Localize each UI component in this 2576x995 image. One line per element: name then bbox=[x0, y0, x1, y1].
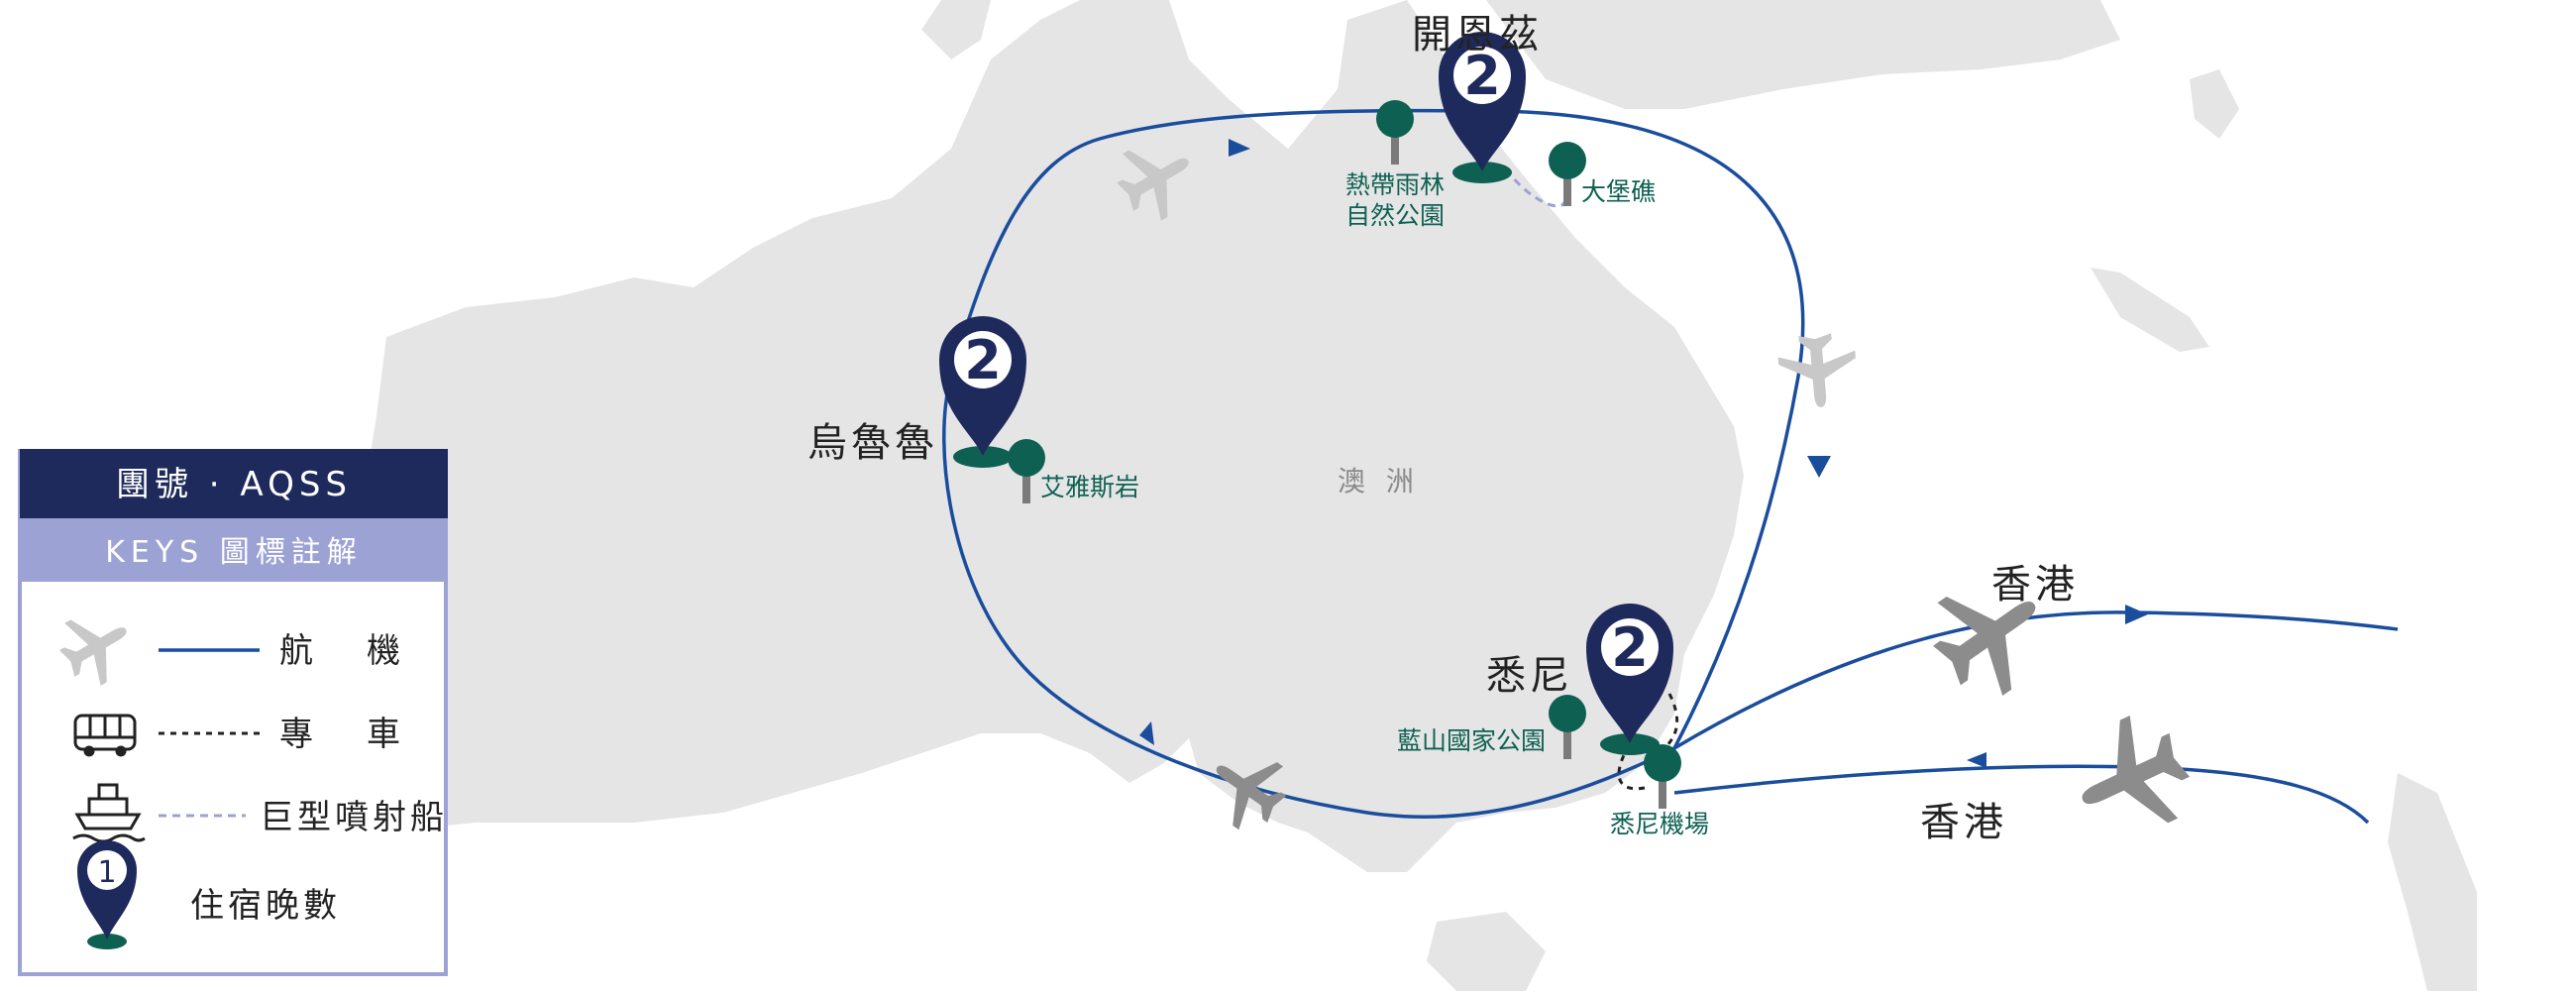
city-labels: 開恩茲 烏魯魯 悉尼 香港 香港 bbox=[807, 12, 2079, 845]
tasmania bbox=[1427, 912, 1546, 991]
legend-pin-number: 1 bbox=[97, 855, 116, 890]
pin-cairns: 2 bbox=[1439, 32, 1526, 183]
legend-ferry-label: 巨型噴射船 bbox=[260, 798, 448, 837]
new-guinea bbox=[1486, 0, 2120, 109]
legend-title: 團號 · AQSS bbox=[116, 465, 352, 504]
city-hongkong-in: 香港 bbox=[1920, 800, 2007, 845]
bus-route bbox=[1663, 693, 1679, 750]
arrow-marker bbox=[2125, 605, 2148, 624]
legend-bus-label-right: 車 bbox=[367, 715, 400, 754]
legend-flight-label-right: 機 bbox=[367, 631, 400, 671]
loop-route bbox=[942, 108, 1805, 819]
pin-number: 2 bbox=[1463, 45, 1501, 107]
northern-islands bbox=[921, 0, 991, 59]
legend-flight-label-left: 航 bbox=[279, 631, 313, 671]
city-uluru: 烏魯魯 bbox=[807, 420, 938, 466]
airplane-icon bbox=[2058, 703, 2204, 852]
arrow-marker bbox=[1807, 456, 1831, 478]
city-cairns: 開恩茲 bbox=[1412, 12, 1543, 57]
poi-blue-mountains: 藍山國家公園 bbox=[1397, 726, 1546, 755]
australia-landmass bbox=[367, 0, 1744, 872]
pin-number: 2 bbox=[964, 329, 1002, 391]
city-sydney: 悉尼 bbox=[1486, 653, 1573, 699]
pin-sydney: 2 bbox=[1586, 604, 1673, 755]
legend-subheader bbox=[22, 518, 446, 582]
bus-route bbox=[1617, 752, 1646, 791]
bus-icon bbox=[73, 714, 137, 757]
legend-subtitle: KEYS 圖標註解 bbox=[105, 535, 363, 570]
arrow-marker bbox=[1139, 721, 1154, 745]
poi-ayers-rock: 艾雅斯岩 bbox=[1040, 473, 1139, 501]
location-pin-icon: 1 bbox=[77, 840, 137, 949]
airplane-icon bbox=[1775, 331, 1860, 411]
legend: 團號 · AQSS KEYS 圖標註解 航 機 專 車 巨型噴射船 bbox=[18, 449, 448, 976]
route-arrows bbox=[1139, 139, 2148, 768]
legend-header bbox=[20, 449, 448, 518]
arrow-marker bbox=[1967, 752, 1986, 768]
pacific-islands bbox=[2190, 69, 2239, 139]
stay-pins: 2 2 2 bbox=[939, 32, 1673, 755]
inbound-route-hongkong bbox=[1673, 610, 2399, 750]
poi-rainforest-line1: 熱帶雨林 bbox=[1345, 170, 1445, 199]
poi-rainforest-line2: 自然公園 bbox=[1345, 201, 1445, 230]
poi-sydney-airport: 悉尼機場 bbox=[1610, 810, 1709, 838]
arrow-marker bbox=[1229, 139, 1250, 157]
new-caledonia bbox=[2091, 268, 2209, 352]
cruise-ship-icon bbox=[72, 783, 146, 843]
legend-bus-label-left: 專 bbox=[279, 715, 313, 754]
poi-barrier-reef: 大堡礁 bbox=[1581, 177, 1656, 206]
points-of-interest: 熱帶雨林 自然公園 大堡礁 艾雅斯岩 藍山國家公園 悉尼機場 bbox=[1008, 100, 1709, 838]
land-masses bbox=[367, 0, 2477, 991]
pin-uluru: 2 bbox=[939, 316, 1026, 468]
tree-icon bbox=[1644, 744, 1681, 809]
new-zealand bbox=[2388, 773, 2477, 991]
city-hongkong-out: 香港 bbox=[1991, 562, 2079, 608]
pin-number: 2 bbox=[1611, 616, 1649, 679]
region-label: 澳 洲 bbox=[1338, 465, 1420, 498]
legend-nights-label: 住宿晚數 bbox=[190, 886, 341, 926]
outbound-route-hongkong bbox=[1673, 764, 2370, 825]
